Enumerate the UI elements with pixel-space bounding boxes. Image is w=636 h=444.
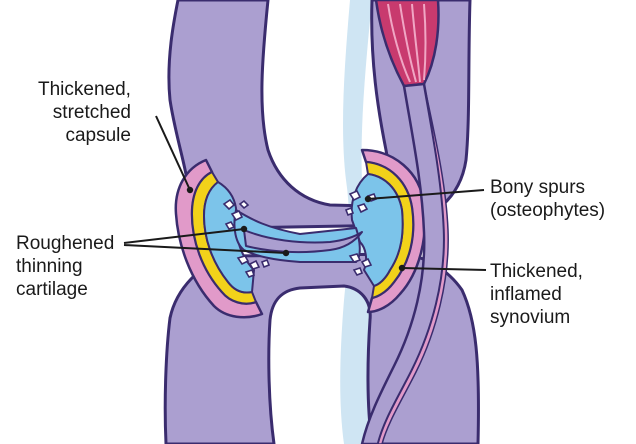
label-thickened-inflamed-synovium: Thickened, inflamed synovium: [490, 260, 583, 329]
dot-spurs: [365, 196, 371, 202]
dot-cartilage-1: [241, 226, 247, 232]
dot-synovium: [399, 265, 405, 271]
dot-cartilage-2: [283, 250, 289, 256]
label-bony-spurs-osteophytes: Bony spurs (osteophytes): [490, 176, 605, 222]
label-roughened-thinning-cartilage: Roughened thinning cartilage: [16, 232, 114, 301]
dot-capsule: [187, 187, 193, 193]
label-thickened-stretched-capsule: Thickened, stretched capsule: [38, 78, 131, 147]
